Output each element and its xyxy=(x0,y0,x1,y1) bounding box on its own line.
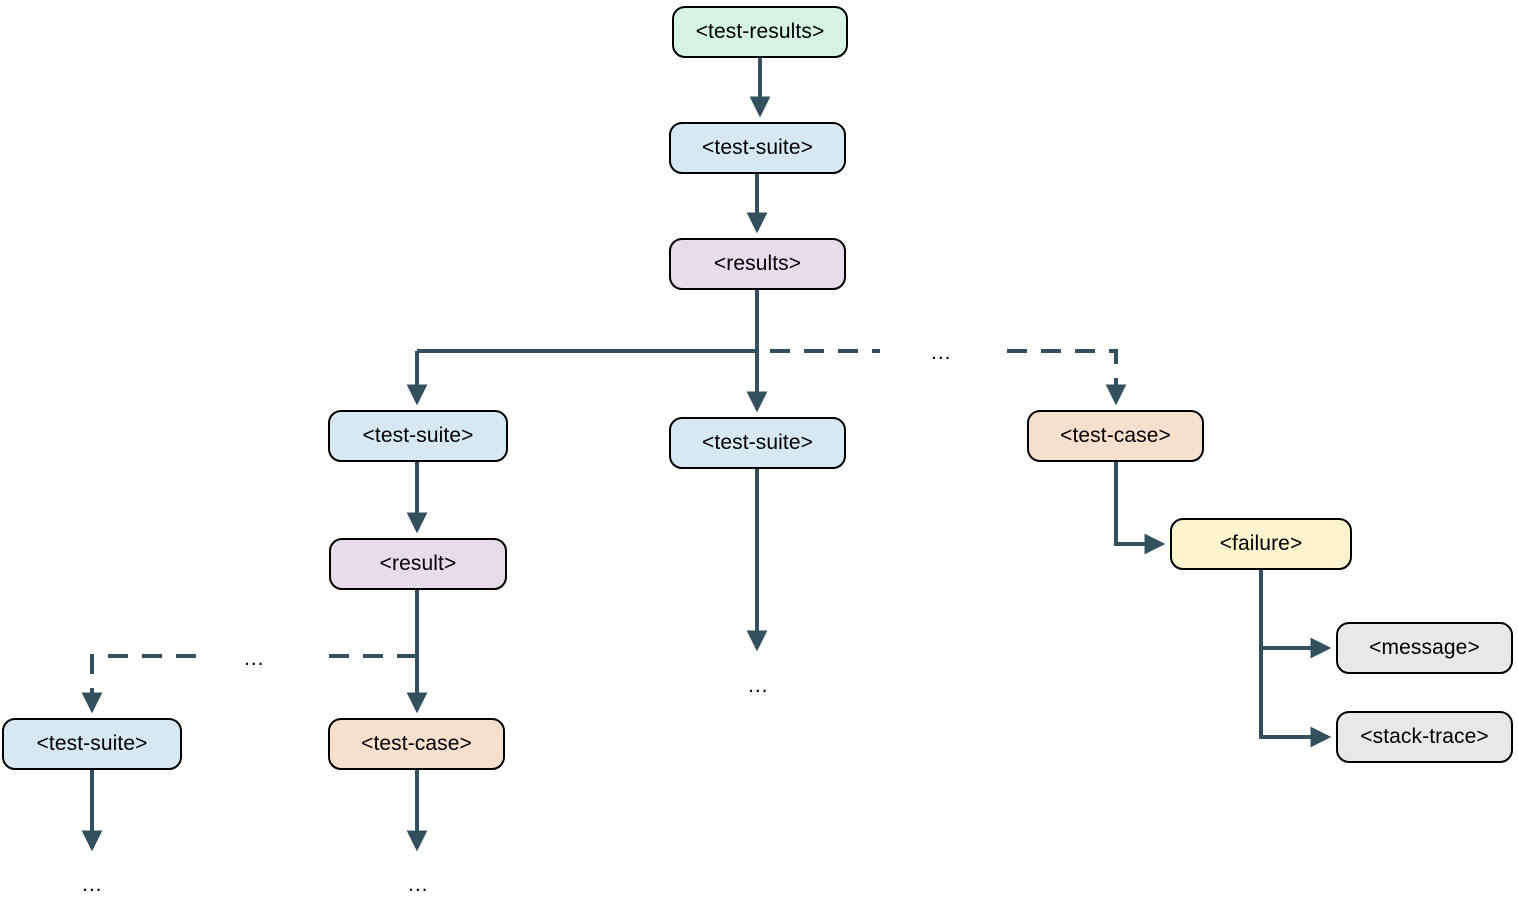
node-test-results[interactable]: <test-results> xyxy=(672,6,848,58)
ellipsis-top-right: ... xyxy=(931,341,952,364)
edge-test-case-to-failure xyxy=(1114,462,1166,555)
node-test-suite-bottom[interactable]: <test-suite> xyxy=(2,718,182,770)
node-label: <test-case> xyxy=(361,732,472,755)
node-label: <stack-trace> xyxy=(1360,725,1489,748)
node-test-suite-mid[interactable]: <test-suite> xyxy=(669,417,846,469)
node-label: <message> xyxy=(1369,636,1480,659)
node-test-case-right[interactable]: <test-case> xyxy=(1027,410,1204,462)
ellipsis-case-tail: ... xyxy=(408,873,429,896)
ellipsis-mid-bottom: ... xyxy=(748,674,769,697)
node-failure[interactable]: <failure> xyxy=(1170,518,1352,570)
node-label: <test-suite> xyxy=(702,431,813,454)
node-label: <results> xyxy=(713,252,802,275)
ellipsis-left-row: ... xyxy=(244,647,265,670)
node-stack-trace[interactable]: <stack-trace> xyxy=(1336,711,1513,763)
edge-failure-to-stack-trace xyxy=(1259,570,1332,748)
node-test-suite-left[interactable]: <test-suite> xyxy=(328,410,508,462)
node-test-case-bottom[interactable]: <test-case> xyxy=(328,718,505,770)
node-results[interactable]: <results> xyxy=(669,238,846,290)
node-message[interactable]: <message> xyxy=(1336,622,1513,674)
edge-dashed-to-suite-bottom xyxy=(81,654,196,714)
ellipsis-suite-tail: ... xyxy=(82,873,103,896)
node-label: <result> xyxy=(379,552,457,575)
node-result[interactable]: <result> xyxy=(329,538,507,590)
node-test-suite-top[interactable]: <test-suite> xyxy=(669,122,846,174)
edge-failure-to-message xyxy=(1259,570,1332,659)
node-label: <test-case> xyxy=(1060,424,1171,447)
node-label: <test-results> xyxy=(695,20,825,43)
edge-dashed-to-test-case xyxy=(1007,349,1127,406)
node-label: <test-suite> xyxy=(362,424,474,447)
node-label: <test-suite> xyxy=(702,136,813,159)
node-label: <test-suite> xyxy=(36,732,148,755)
node-label: <failure> xyxy=(1219,532,1303,555)
